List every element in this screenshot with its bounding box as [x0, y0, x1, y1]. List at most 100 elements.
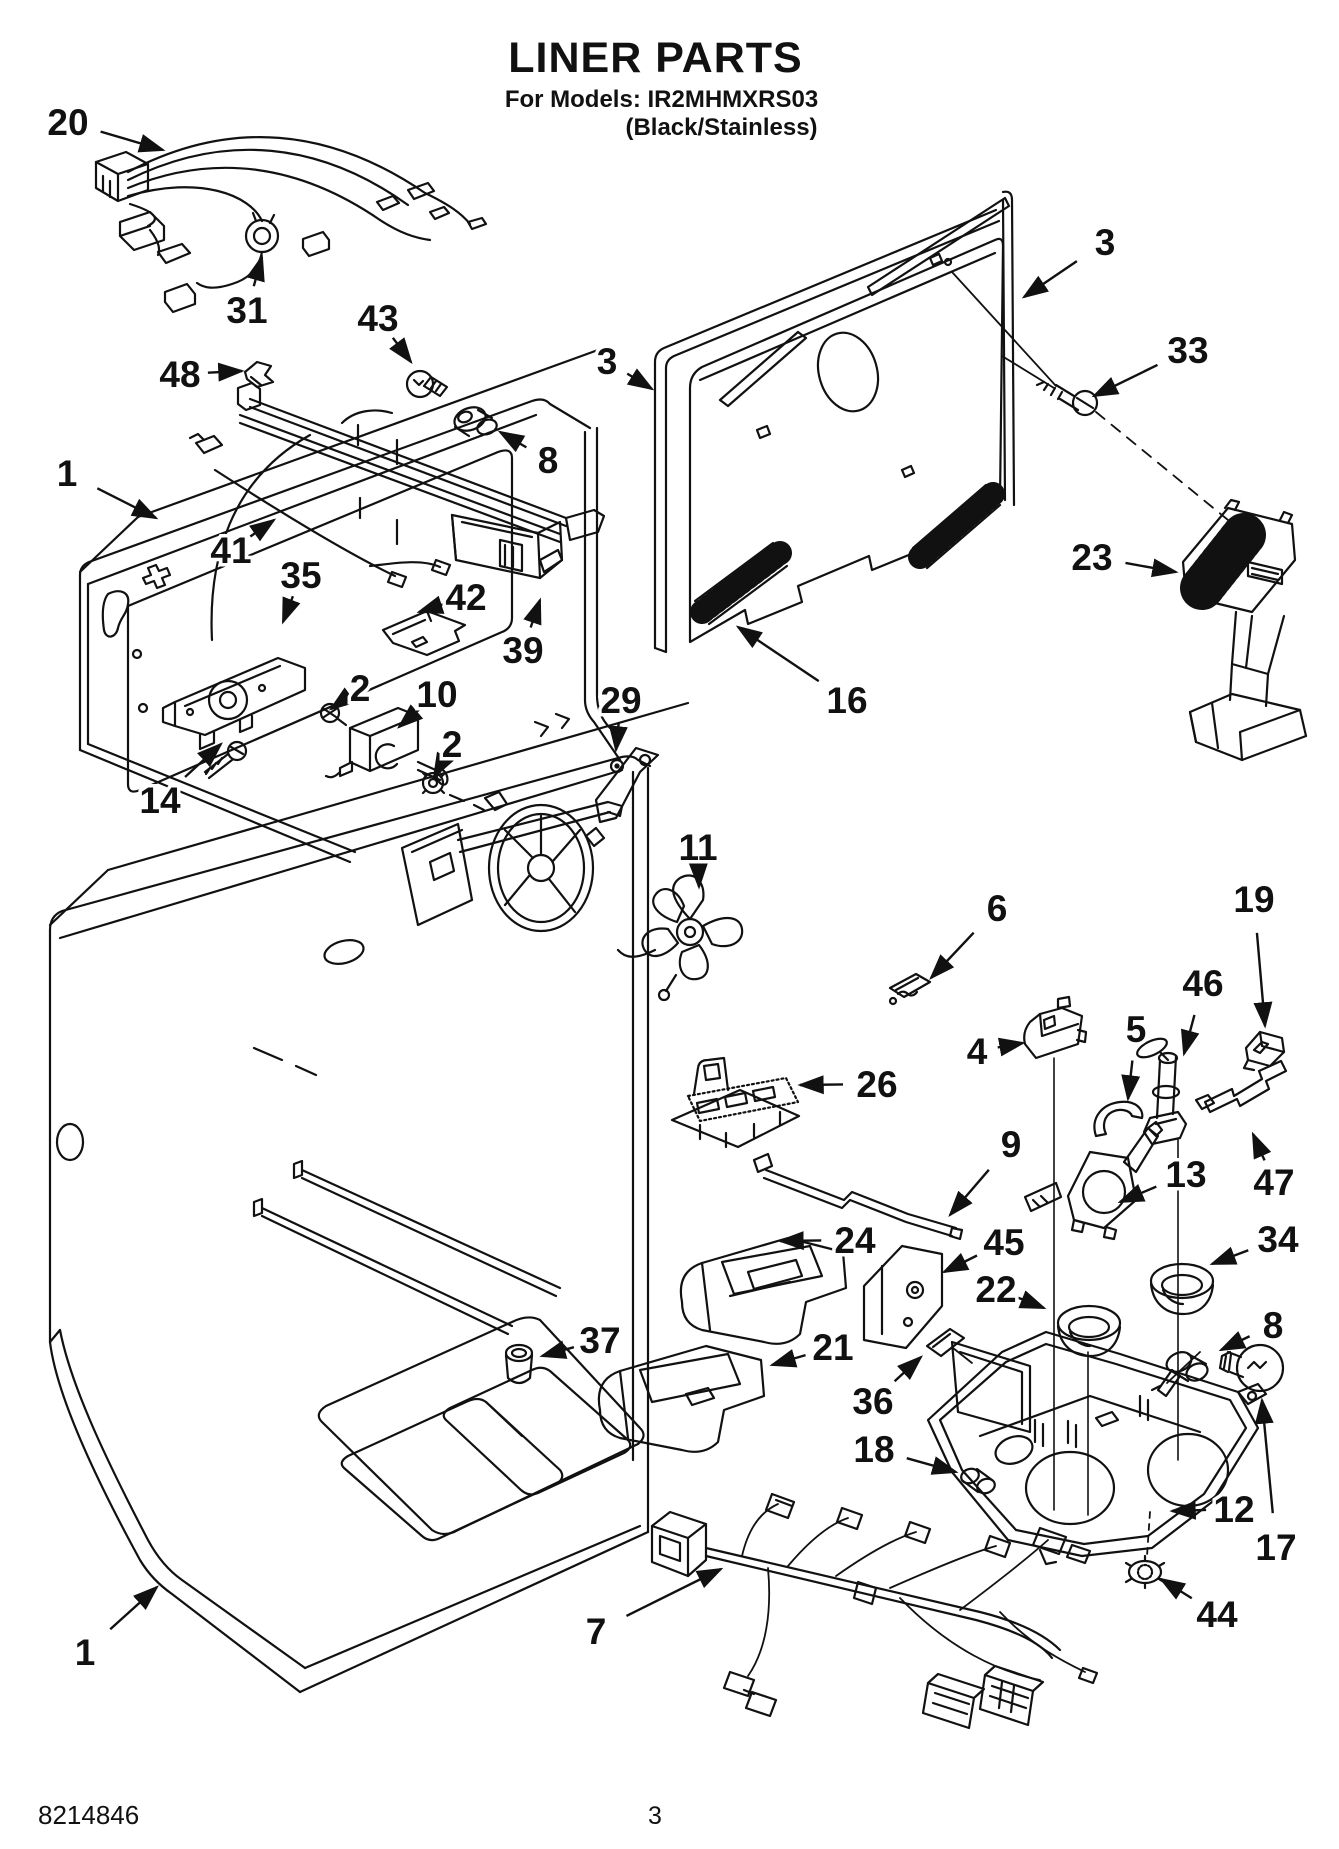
air-tower-23-drawing [1180, 498, 1308, 762]
callout-label: 20 [47, 102, 88, 143]
callout-label: 26 [856, 1064, 897, 1105]
callout-label: 2 [442, 724, 463, 765]
strip-9-drawing [752, 1152, 964, 1241]
callout-label: 1 [57, 453, 78, 494]
duct-21-drawing [597, 1344, 766, 1453]
bracket-19-drawing [1242, 1030, 1286, 1072]
callout-arrow [797, 1075, 844, 1095]
callout-arrow [769, 1349, 806, 1368]
callout-label: 37 [579, 1320, 620, 1361]
damper-26-drawing [670, 1056, 801, 1149]
thermostat-10-drawing [324, 706, 449, 786]
callout-label: 34 [1257, 1219, 1299, 1260]
callout-label: 3 [597, 341, 618, 382]
screw-33-drawing [951, 271, 1229, 521]
wire-harness-bottom-drawing [650, 1492, 1099, 1730]
callout-arrow [281, 595, 301, 625]
footer-page-number: 3 [648, 1802, 662, 1830]
callout-label: 46 [1182, 963, 1223, 1004]
duct-24-drawing [679, 1236, 848, 1345]
callout-arrow [1017, 1290, 1047, 1310]
heater-end-cover-39-drawing [450, 513, 564, 580]
callout-label: 24 [834, 1220, 876, 1261]
finish-subtitle: (Black/Stainless) [625, 114, 818, 141]
water-tube-46-drawing [1136, 1037, 1188, 1461]
callout-arrow [688, 863, 708, 890]
plate-45-drawing [862, 1244, 944, 1350]
callout-arrow [948, 1169, 990, 1218]
callout-arrow [416, 595, 446, 614]
callout-arrow [96, 487, 159, 520]
callout-arrow [626, 368, 655, 391]
bulb-8-bottom-drawing [1218, 1343, 1285, 1393]
plate-36-drawing [925, 1327, 966, 1358]
defrost-heater-drawing [236, 381, 606, 546]
callout-label: 12 [1213, 1489, 1254, 1530]
callout-arrow [893, 1355, 923, 1383]
callout-label: 8 [538, 440, 559, 481]
callout-arrow [432, 751, 454, 780]
callout-arrow [539, 1340, 575, 1359]
callout-label: 48 [159, 354, 200, 395]
callout-arrow [1021, 260, 1078, 299]
callout-label: 2 [350, 668, 371, 709]
callout-label: 31 [226, 290, 267, 331]
callout-arrow [1121, 1060, 1141, 1102]
callout-arrow [735, 625, 820, 683]
callout-label: 36 [852, 1381, 893, 1422]
callout-arrow [184, 742, 223, 778]
callout-arrow [1180, 1014, 1200, 1057]
callout-arrow [1218, 1331, 1251, 1352]
callout-arrow [207, 362, 245, 382]
callout-arrow [1254, 1397, 1274, 1514]
callout-arrow [249, 518, 277, 542]
grommet-44-drawing [1124, 1554, 1166, 1590]
callout-arrow [1125, 558, 1179, 578]
callout-label: 4 [967, 1031, 988, 1072]
callout-arrow [1209, 1246, 1249, 1266]
callout-arrow [941, 1252, 978, 1274]
plate-6-drawing [888, 972, 932, 1006]
callout-arrow [1091, 363, 1158, 398]
callout-label: 45 [983, 1222, 1024, 1263]
callout-label: 11 [678, 827, 717, 868]
callout-label: 18 [853, 1429, 894, 1470]
callout-label: 6 [987, 888, 1008, 929]
callout-arrow [397, 704, 424, 729]
callout-label: 22 [975, 1269, 1016, 1310]
callout-label: 44 [1196, 1594, 1238, 1635]
callout-arrow [109, 1585, 159, 1631]
callout-label: 42 [445, 577, 486, 618]
motor-13-drawing [1023, 1120, 1164, 1241]
callout-label: 5 [1126, 1009, 1147, 1050]
light-tray-12-drawing [926, 1330, 1268, 1566]
bulb-43-drawing [405, 369, 449, 399]
callout-label: 1 [75, 1632, 96, 1673]
callout-arrow [100, 130, 166, 153]
callout-arrow [389, 337, 413, 365]
callout-label: 10 [416, 674, 457, 715]
callout-arrow [777, 1231, 822, 1251]
rear-panel-3-drawing [653, 190, 1016, 654]
thermostat-housing-4-drawing [1023, 995, 1088, 1511]
callout-label: 35 [280, 555, 321, 596]
callout-label: 21 [812, 1327, 853, 1368]
callout-arrow [997, 1037, 1026, 1057]
callout-label: 16 [826, 680, 867, 721]
model-subtitle: For Models: IR2MHMXRS03 [504, 86, 819, 113]
fan-blade-11-drawing [616, 874, 744, 1002]
footer-part-number: 8214846 [38, 1800, 140, 1830]
callout-arrow [1169, 1500, 1207, 1520]
callout-arrow [929, 931, 975, 980]
ring-34-drawing [1149, 1262, 1215, 1316]
callout-arrow [523, 597, 542, 628]
callout-arrow [246, 254, 265, 287]
callout-arrow [1251, 1131, 1272, 1161]
callout-arrow [1253, 932, 1273, 1029]
socket-8-bottom-drawing [1150, 1351, 1209, 1398]
callout-label: 33 [1167, 330, 1208, 371]
bracket-47-drawing [1194, 1059, 1288, 1114]
callout-label: 47 [1253, 1162, 1294, 1203]
pin-18-drawing [960, 1467, 996, 1495]
